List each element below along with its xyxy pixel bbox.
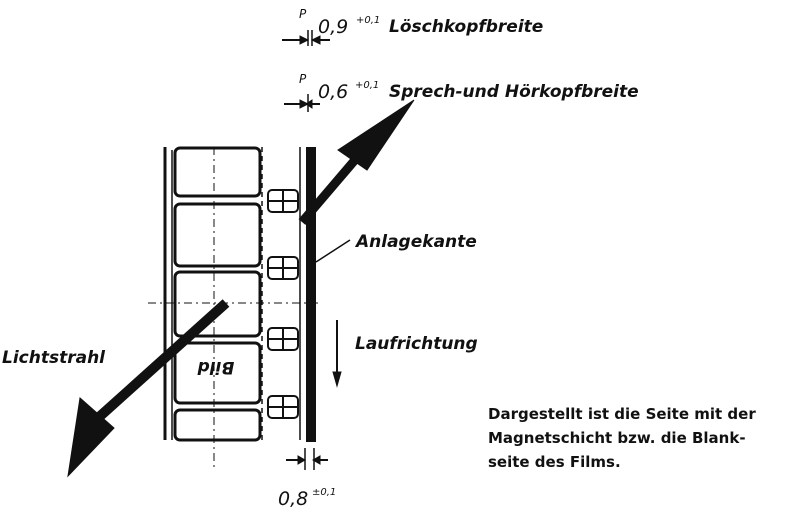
svg-text:P: P [299,72,307,86]
film-frames [173,146,262,442]
note-line: Dargestellt ist die Seite mit der [488,405,756,423]
svg-text:P: P [299,7,307,21]
note-line: Magnetschicht bzw. die Blank- [488,429,746,447]
sound-head-tolerance: +0,1 [355,80,379,91]
erase-head-label: Löschkopfbreite [389,17,543,37]
light-beam-arrow [67,299,230,478]
sound-head-dimension: P [284,72,320,112]
erase-head-value: 0,9 [318,16,348,38]
edge-distance-value: 0,8 [278,488,308,510]
erase-head-dimension: P [282,7,330,46]
contact-edge-leader [315,239,351,263]
magnetic-track [306,147,316,442]
direction-label: Laufrichtung [355,334,478,354]
frame-label: Bild [197,357,235,377]
perforations [267,189,299,419]
edge-distance-tolerance: ±0,1 [312,487,336,498]
note-line: seite des Films. [488,453,621,471]
contact-edge-label: Anlagekante [354,232,477,252]
upper-arrow [298,99,415,225]
edge-distance-dimension [286,448,328,470]
erase-head-tolerance: +0,1 [356,15,380,26]
film-strip [163,147,316,442]
light-beam-label: Lichtstrahl [2,348,106,368]
sound-head-label: Sprech-und Hörkopfbreite [389,82,639,102]
direction-arrow [332,320,342,388]
note-text: Dargestellt ist die Seite mit der Magnet… [488,402,793,474]
centre-lines [148,147,322,470]
sound-head-value: 0,6 [318,81,348,103]
